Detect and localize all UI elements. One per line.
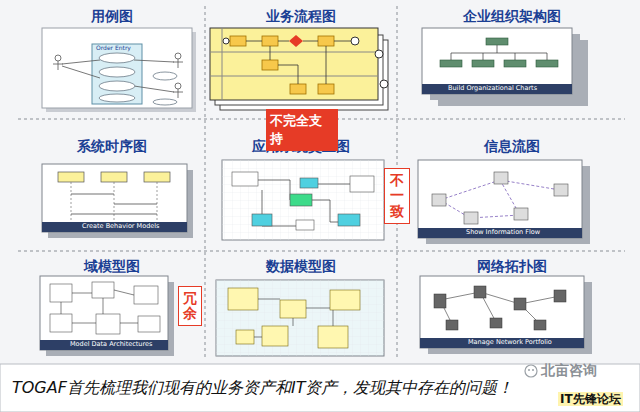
watermark: 北亩咨询 xyxy=(541,363,597,377)
thumbnail-caption: Order Entry xyxy=(96,45,131,51)
callout-box: 不完全支持 xyxy=(266,109,338,151)
panel-title-cell: 企业组织架构图 xyxy=(399,4,625,30)
panel-title: 网络拓扑图 xyxy=(477,258,547,276)
panel-title: 企业组织架构图 xyxy=(463,8,561,26)
panel-title: 系统时序图 xyxy=(77,138,147,156)
watermark: IT先锋论坛 xyxy=(558,392,623,406)
callout-box: 冗余 xyxy=(178,286,202,326)
panel-title-cell: 信息流图 xyxy=(399,134,625,160)
panel-title: 信息流图 xyxy=(484,138,540,156)
panel-title-cell: 用例图 xyxy=(20,4,204,30)
callout-text: 冗余 xyxy=(183,291,197,322)
thumbnail-caption: Manage Network Portfolio xyxy=(468,339,552,346)
callout-text: 不完全支持 xyxy=(270,112,334,148)
panel-title: 数据模型图 xyxy=(266,258,336,276)
panel-title-cell: 业务流程图 xyxy=(207,4,395,30)
panel-title-cell: 数据模型图 xyxy=(207,254,395,280)
callout-text: 不一致 xyxy=(390,173,404,219)
panel-title: 用例图 xyxy=(91,8,133,26)
panel-title-cell: 域模型图 xyxy=(20,254,204,280)
panel-title: 域模型图 xyxy=(84,258,140,276)
panel-title: 业务流程图 xyxy=(266,8,336,26)
panel-title-cell: 网络拓扑图 xyxy=(399,254,625,280)
panel-title-cell: 系统时序图 xyxy=(20,134,204,160)
thumbnail-caption: Show Information Flow xyxy=(466,229,540,236)
callout-box: 不一致 xyxy=(384,168,410,224)
thumbnail-caption: Model Data Architectures xyxy=(70,341,152,348)
caption: TOGAF首先梳理我们现有的业务资产和IT资产，发现其中存在的问题！ xyxy=(12,378,513,399)
thumbnail-caption: Create Behavior Models xyxy=(82,223,160,230)
thumbnail-caption: Build Organizational Charts xyxy=(448,85,537,92)
